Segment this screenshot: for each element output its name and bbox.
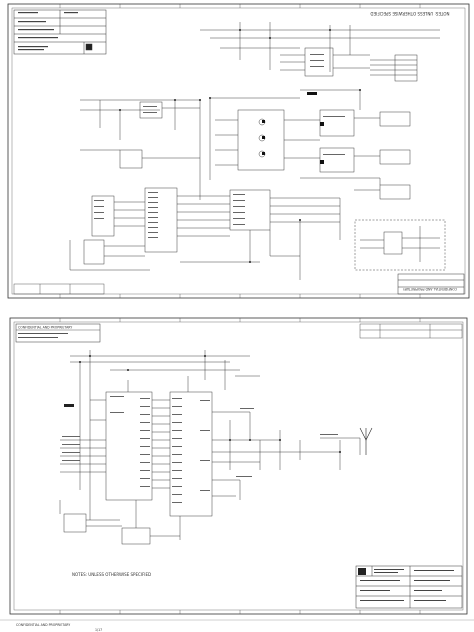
lower-title-block (355, 565, 463, 609)
svg-text:CONFIDENTIAL AND PROPRIETARY: CONFIDENTIAL AND PROPRIETARY (18, 326, 72, 330)
page-footer: CONFIDENTIAL AND PROPRIETARY 1/17 (0, 619, 474, 632)
lower-circuit-wiring (59, 350, 361, 545)
upper-circuit-wiring (69, 22, 446, 280)
lower-confidential-block: CONFIDENTIAL AND PROPRIETARY (15, 323, 101, 343)
upper-title-block (13, 9, 107, 55)
lower-pin-labels (62, 396, 338, 503)
upper-notes-label: NOTES: UNLESS OTHERWISE SPECIFIED (370, 11, 449, 16)
lower-revision-table (359, 323, 463, 339)
svg-text:CONFIDENTIAL AND PROPRIETARY: CONFIDENTIAL AND PROPRIETARY (16, 623, 70, 627)
lower-notes-label: NOTES: UNLESS OTHERWISE SPECIFIED (72, 572, 151, 577)
upper-schematic-sheet: NOTES: UNLESS OTHERWISE SPECIFIED CONFID… (7, 3, 470, 299)
upper-revision-block (397, 273, 465, 295)
lower-schematic-sheet: CONFIDENTIAL AND PROPRIETARY NOTES: UNLE… (9, 317, 468, 615)
upper-pin-labels (94, 54, 345, 238)
antenna-symbol (359, 427, 373, 455)
svg-text:1/17: 1/17 (95, 628, 102, 632)
svg-text:CONFIDENTIAL AND PROPRIETARY: CONFIDENTIAL AND PROPRIETARY (403, 287, 457, 291)
svg-text:NOTES: UNLESS OTHERWISE SPECIF: NOTES: UNLESS OTHERWISE SPECIFIED (370, 11, 449, 16)
